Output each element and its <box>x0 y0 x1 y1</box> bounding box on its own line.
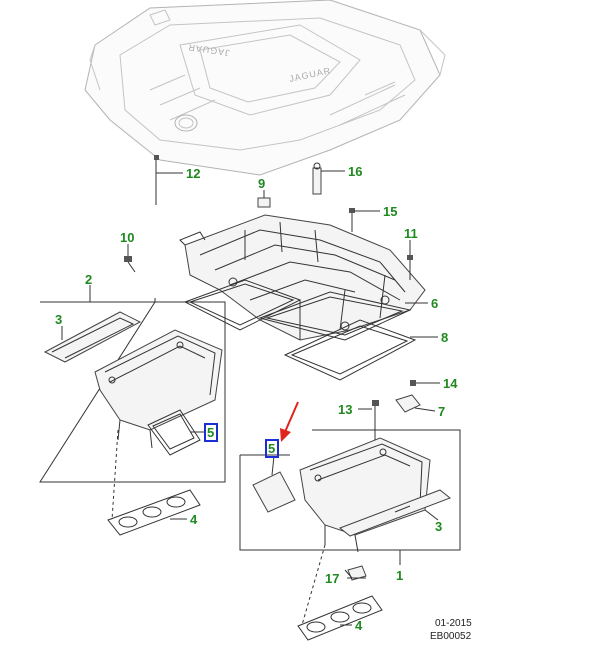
callout-15: 15 <box>383 204 397 219</box>
callout-17: 17 <box>325 571 339 586</box>
sensor-7 <box>395 380 421 413</box>
callout-8: 8 <box>441 330 448 345</box>
engine-cover: JAGUAR JAGUAR <box>84 0 446 176</box>
callout-16: 16 <box>348 164 362 179</box>
callout-3-right: 3 <box>435 519 442 534</box>
manifold-gasket-8 <box>283 319 417 381</box>
plenum-cover-3-left <box>43 311 142 363</box>
callout-14: 14 <box>443 376 458 391</box>
gasket-5-right <box>252 471 296 513</box>
callout-2: 2 <box>85 272 92 287</box>
manifold-gasket-6 <box>183 279 302 331</box>
callout-4-left: 4 <box>190 512 198 527</box>
bolt-17 <box>344 565 367 581</box>
footer-date: 01-2015 <box>435 618 472 629</box>
callout-12: 12 <box>186 166 200 181</box>
footer-reference: EB00052 <box>430 631 472 642</box>
highlight-box-5-right <box>265 439 279 458</box>
left-group-frame <box>39 285 226 483</box>
highlight-box-5-left <box>204 423 218 442</box>
callout-4-right: 4 <box>355 618 363 633</box>
callout-1: 1 <box>396 568 403 583</box>
plenum-housing-left <box>94 329 223 449</box>
gasket-5-left <box>147 409 201 456</box>
red-pointer-arrow <box>280 401 299 442</box>
callout-7: 7 <box>438 404 445 419</box>
callout-10: 10 <box>120 230 134 245</box>
callout-13: 13 <box>338 402 352 417</box>
bolt-12 <box>154 155 159 205</box>
callout-6: 6 <box>431 296 438 311</box>
exhaust-gasket-4-left <box>107 489 201 536</box>
leader-lines <box>61 170 440 626</box>
plenum-housing-right <box>299 437 431 553</box>
injector-16 <box>312 162 322 195</box>
bolt-13 <box>372 400 379 440</box>
callout-9: 9 <box>258 176 265 191</box>
exhaust-gasket-4-right <box>297 595 383 641</box>
callout-11: 11 <box>404 226 418 241</box>
plenum-cover-3-right <box>339 489 451 537</box>
stud-11 <box>407 252 413 280</box>
callout-5-right: 5 <box>268 441 275 456</box>
bolt-10 <box>124 256 136 273</box>
intake-manifold <box>179 214 426 341</box>
bolt-15 <box>349 208 355 232</box>
callout-5-left: 5 <box>207 425 214 440</box>
callout-3-left: 3 <box>55 312 62 327</box>
